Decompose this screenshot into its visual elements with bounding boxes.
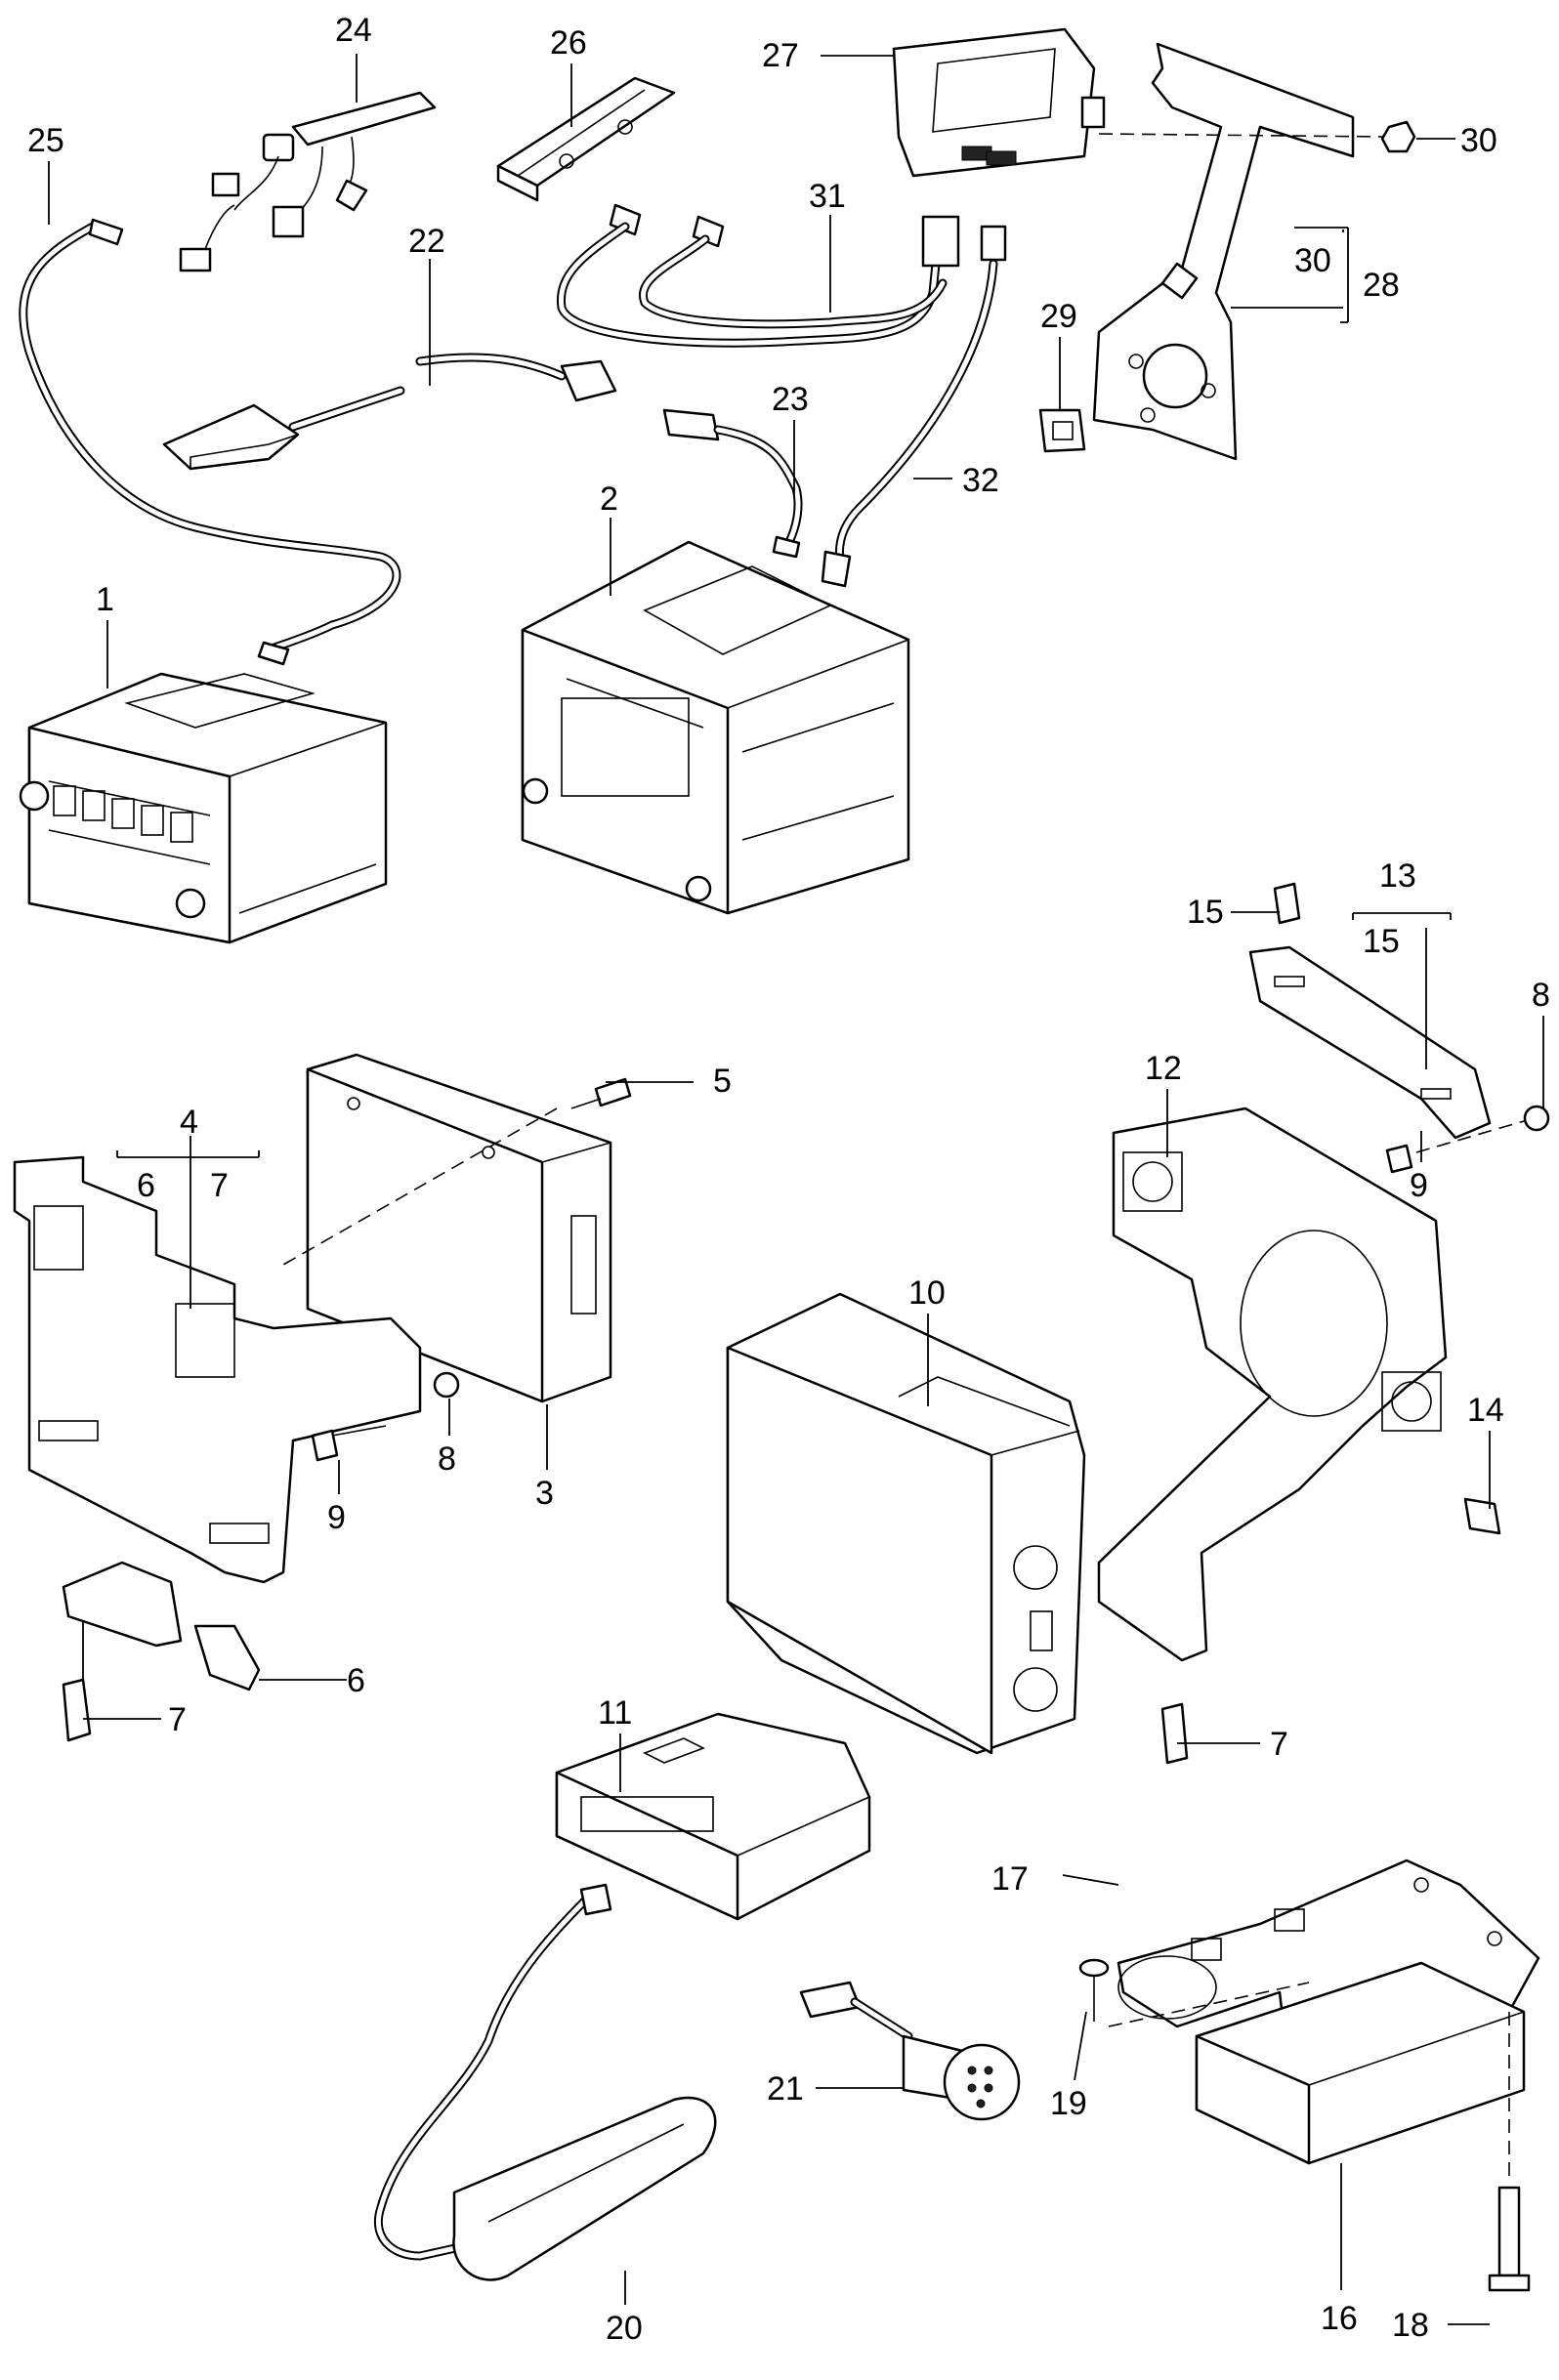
part-8-nut-right xyxy=(1523,1105,1550,1132)
part-10-cd-changer-unit xyxy=(726,1292,1086,1755)
part-20-microphone xyxy=(373,1883,717,2281)
part-18-bolt xyxy=(1488,2186,1531,2292)
part-27-control-unit xyxy=(892,27,1106,178)
callout-13-includes-15: 15 xyxy=(1363,923,1400,960)
callout-15: 15 xyxy=(1187,894,1224,931)
callout-5: 5 xyxy=(713,1063,732,1100)
part-14-screw xyxy=(1463,1497,1501,1535)
callout-25: 25 xyxy=(27,122,64,159)
callout-30: 30 xyxy=(1460,122,1497,159)
part-29-grommet xyxy=(1038,408,1086,453)
part-12-radio-bracket xyxy=(1097,1106,1448,1662)
part-23-adapter-cable xyxy=(662,408,803,559)
callout-6: 6 xyxy=(347,1662,365,1699)
callout-1: 1 xyxy=(96,581,114,618)
callout-10: 10 xyxy=(908,1274,946,1312)
part-24-wiring-harness xyxy=(179,91,437,272)
callout-14: 14 xyxy=(1467,1392,1504,1429)
part-26-antenna-module xyxy=(496,76,725,248)
callout-9-left: 9 xyxy=(327,1499,346,1536)
part-3-cd-changer xyxy=(306,1053,612,1403)
callout-13: 13 xyxy=(1379,857,1416,895)
callout-4: 4 xyxy=(180,1104,198,1141)
callout-28: 28 xyxy=(1363,267,1400,304)
part-9-bolt-right xyxy=(1385,1144,1413,1174)
callout-numbers: 1 2 3 4 6 7 5 6 7 7 8 8 9 9 10 11 12 13 … xyxy=(27,12,1550,2347)
part-2-navigation-unit xyxy=(521,540,910,915)
callout-28-includes-30: 30 xyxy=(1294,242,1331,279)
part-7-clip-right xyxy=(1160,1702,1189,1765)
assembly-line-30 xyxy=(1098,133,1383,138)
part-31-connecting-cable xyxy=(556,215,960,348)
callout-8-left: 8 xyxy=(438,1441,456,1478)
assembly-line-19 xyxy=(1108,1982,1310,2027)
callout-32: 32 xyxy=(962,462,999,499)
part-22-antenna xyxy=(162,353,617,471)
callout-leaders xyxy=(48,54,1544,2325)
callout-22: 22 xyxy=(408,223,445,260)
part-28-mounting-bracket xyxy=(1092,42,1355,461)
callout-2: 2 xyxy=(600,480,618,518)
callout-23: 23 xyxy=(772,381,809,418)
callout-16: 16 xyxy=(1321,2300,1358,2337)
part-30-nut xyxy=(1380,120,1416,153)
callout-24: 24 xyxy=(335,12,372,49)
part-6-clip xyxy=(62,1561,261,1691)
callout-31: 31 xyxy=(809,178,846,215)
callout-7-right: 7 xyxy=(1270,1726,1288,1763)
assembly-line-5 xyxy=(282,1107,558,1266)
callout-8-right: 8 xyxy=(1532,977,1550,1014)
part-11-cd-magazine xyxy=(555,1712,871,1921)
callout-27: 27 xyxy=(762,37,799,74)
callout-4-includes-7: 7 xyxy=(210,1167,229,1204)
callout-26: 26 xyxy=(550,24,587,62)
part-13-bracket-strip xyxy=(1248,945,1492,1140)
part-8-nut-left xyxy=(433,1371,460,1399)
part-1-radio-unit xyxy=(19,672,388,944)
callout-9-right: 9 xyxy=(1410,1167,1428,1204)
callout-11: 11 xyxy=(598,1694,632,1732)
part-32-cable xyxy=(821,225,1007,588)
part-9-bolt-left xyxy=(311,1425,387,1462)
callout-19: 19 xyxy=(1050,2085,1087,2122)
assembly-line-8 xyxy=(1415,1120,1525,1153)
callout-3: 3 xyxy=(535,1475,554,1512)
part-19-screw xyxy=(1078,1958,1110,2022)
callout-12: 12 xyxy=(1145,1050,1182,1087)
callout-4-includes-6: 6 xyxy=(137,1167,155,1204)
part-25-antenna-cable xyxy=(19,218,401,666)
callout-29: 29 xyxy=(1040,298,1077,335)
part-16-amplifier xyxy=(1195,1961,1526,2165)
part-5-screw xyxy=(570,1077,632,1109)
part-7-clip-left xyxy=(62,1678,92,1742)
callout-7-left: 7 xyxy=(168,1701,187,1738)
callout-17: 17 xyxy=(991,1860,1029,1898)
callout-20: 20 xyxy=(606,2310,643,2347)
part-21-microphone-socket xyxy=(799,1981,1021,2121)
part-4-mounting-plate xyxy=(13,1155,422,1584)
part-15-clip xyxy=(1273,882,1301,925)
callout-18: 18 xyxy=(1392,2307,1429,2344)
callout-21: 21 xyxy=(767,2070,804,2108)
